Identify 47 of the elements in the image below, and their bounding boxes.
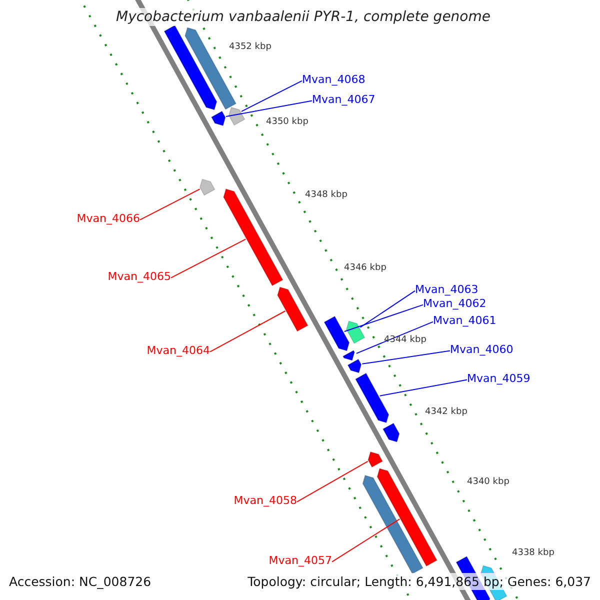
leader-line	[356, 321, 434, 354]
leader-line	[379, 379, 468, 396]
gene-label: Mvan_4062	[423, 297, 486, 310]
gene-label: Mvan_4063	[415, 283, 478, 296]
gene-bar	[346, 320, 366, 344]
gene-bar	[342, 350, 356, 362]
scale-label: 4350 kbp	[266, 117, 308, 128]
gene-bar	[199, 178, 216, 196]
scale-label: 4342 kbp	[425, 407, 468, 418]
gene-label: Mvan_4058	[234, 494, 297, 507]
leader-line	[140, 188, 200, 220]
gene-bar	[210, 110, 226, 126]
gene-bar	[228, 106, 246, 126]
leader-line	[170, 238, 246, 278]
gene-label: Mvan_4066	[76, 212, 140, 225]
leader-line	[226, 100, 312, 117]
scale-label: 4348 kbp	[305, 190, 348, 201]
scale-label: 4344 kbp	[384, 335, 426, 346]
leader-line	[296, 460, 368, 502]
gene-bar	[376, 468, 438, 567]
gene-label: Mvan_4059	[467, 372, 530, 385]
gene-label: Mvan_4060	[450, 343, 514, 356]
scale-label: 4338 kbp	[512, 548, 554, 559]
gene-bar	[164, 24, 218, 110]
gene-bar	[324, 316, 350, 352]
scale-label: 4340 kbp	[467, 477, 510, 488]
leader-line	[360, 290, 416, 328]
gene-bar	[223, 188, 284, 286]
gene-label: Mvan_4064	[146, 344, 210, 357]
scale-label: 4352 kbp	[229, 42, 272, 53]
gene-label: Mvan_4068	[302, 73, 366, 86]
leader-line	[332, 518, 400, 562]
gene-label: Mvan_4061	[433, 314, 496, 327]
gene-label: Mvan_4057	[268, 554, 332, 567]
gene-label: Mvan_4067	[312, 93, 376, 106]
gene-bar	[362, 474, 424, 574]
gene-bar	[347, 358, 362, 374]
gene-bar	[368, 451, 384, 468]
leader-line	[344, 304, 424, 332]
gene-label: Mvan_4065	[108, 270, 171, 283]
leader-line	[241, 80, 302, 112]
gene-bar	[382, 422, 400, 443]
scale-label: 4346 kbp	[344, 263, 386, 274]
gene-bar	[354, 372, 390, 424]
leader-line	[210, 310, 286, 352]
leader-line	[362, 350, 450, 364]
gene-bar	[276, 286, 308, 332]
